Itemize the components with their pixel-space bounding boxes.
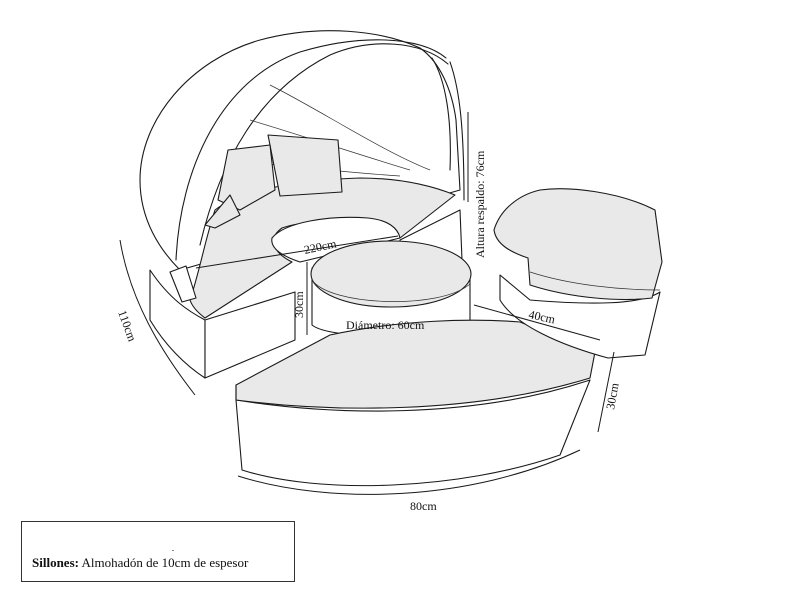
label-table-diameter: Diámetro: 60cm [346, 318, 425, 332]
label-width-top: 220cm [303, 236, 339, 257]
note-label: Sillones: [32, 555, 79, 570]
note-body: Almohadón de 10cm de espesor [81, 555, 249, 570]
note-box: Sillones: Almohadón de 10cm de espesor [21, 521, 295, 582]
pillows [169, 134, 343, 303]
front-ottoman [235, 319, 596, 487]
note-tick [172, 550, 174, 551]
label-backrest-height: Altura respaldo: 76cm [473, 150, 487, 258]
note-text: Sillones: Almohadón de 10cm de espesor [32, 555, 248, 571]
round-table [310, 240, 472, 337]
sofa-base [149, 177, 463, 379]
label-ottoman-depth: 40cm [527, 307, 557, 326]
label-depth: 110cm [115, 308, 139, 344]
label-front-width: 80cm [410, 499, 437, 513]
dimension-lines [119, 112, 615, 495]
side-ottoman [493, 188, 663, 359]
label-table-height: 30cm [292, 291, 306, 318]
label-ottoman-height: 30cm [603, 381, 622, 410]
